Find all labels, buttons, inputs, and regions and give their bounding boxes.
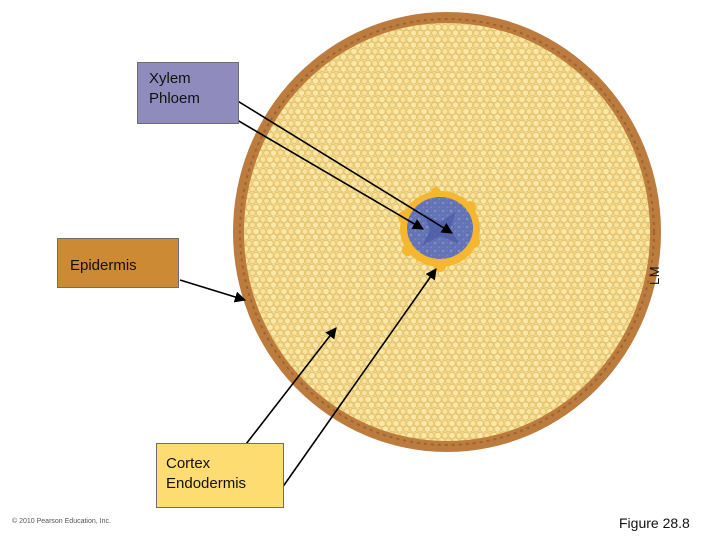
micrograph-type-label: LM — [647, 265, 662, 285]
endodermis-lobe — [402, 244, 414, 256]
endodermis-lobe — [464, 201, 476, 213]
epidermis-arrow — [179, 279, 247, 303]
copyright-notice: © 2010 Pearson Education, Inc. — [12, 518, 111, 525]
endodermis-lobe — [468, 236, 480, 248]
phloem-label: Phloem — [149, 90, 200, 107]
xylem-phloem-label-box: Xylem Phloem — [137, 62, 239, 124]
xylem-arrow — [209, 83, 453, 234]
epidermis-label: Epidermis — [70, 257, 137, 274]
figure-number: Figure 28.8 — [619, 515, 690, 531]
endodermis-arrow — [281, 268, 437, 489]
cortex-label: Cortex — [166, 455, 211, 472]
xylem-label: Xylem — [149, 70, 191, 87]
phloem-arrow — [219, 109, 424, 230]
epidermis-inner-edge — [239, 18, 655, 446]
epidermis-label-box: Epidermis — [57, 238, 179, 288]
cortex-endodermis-label-box: Cortex Endodermis — [156, 443, 284, 508]
endodermis-lobe — [434, 260, 446, 272]
endodermis-lobe — [431, 187, 441, 197]
endodermis-label: Endodermis — [166, 475, 247, 492]
